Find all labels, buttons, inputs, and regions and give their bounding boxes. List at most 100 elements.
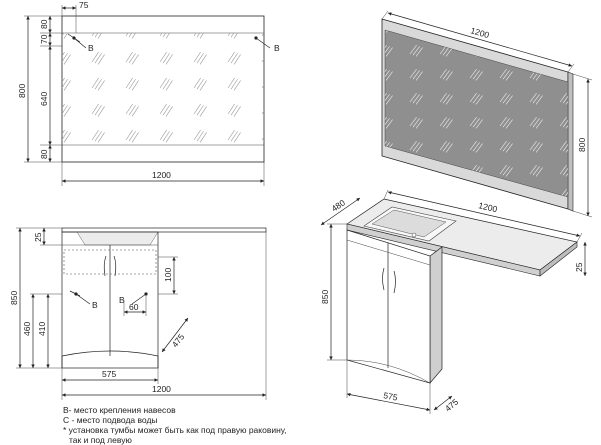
glare-stroke	[472, 142, 480, 152]
glare-stroke	[261, 58, 264, 63]
dim-1200-mirror-front: 1200	[152, 170, 171, 180]
glare-stroke	[199, 132, 207, 143]
label-b-cabinet-right: B	[119, 295, 125, 305]
glare-stroke	[265, 131, 272, 141]
glare-stroke	[125, 103, 133, 115]
glare-stroke	[409, 69, 417, 79]
glare-stroke	[385, 166, 390, 176]
glare-stroke	[128, 131, 136, 142]
glare-stroke	[562, 118, 568, 128]
glare-stroke	[62, 105, 68, 115]
glare-stroke	[165, 132, 173, 143]
glare-stroke	[227, 103, 235, 115]
glare-stroke	[131, 132, 139, 143]
glare-stroke	[97, 80, 105, 91]
glare-stroke	[442, 190, 450, 197]
glare-stroke	[529, 141, 537, 151]
dim-480: 480	[330, 197, 348, 213]
glare-stroke	[415, 167, 423, 177]
glare-stroke	[199, 106, 207, 117]
handle-persp-right	[393, 270, 396, 294]
glare-stroke	[532, 46, 540, 56]
glare-stroke	[162, 131, 170, 142]
glare-stroke	[529, 93, 537, 103]
dim-80-top: 80	[39, 19, 49, 29]
mirror-glare-pattern	[62, 33, 275, 143]
glare-stroke	[91, 51, 99, 63]
cabinet-front	[346, 229, 431, 384]
glare-stroke	[196, 53, 204, 64]
dim-460: 460	[22, 322, 32, 336]
glare-stroke	[165, 80, 173, 91]
glare-stroke	[128, 53, 136, 64]
glare-stroke	[469, 93, 477, 103]
glare-stroke	[475, 143, 483, 153]
glare-stroke	[385, 69, 387, 79]
glare-stroke	[559, 45, 567, 55]
glare-stroke	[233, 33, 238, 39]
glare-stroke	[199, 54, 207, 65]
glare-stroke	[532, 166, 540, 176]
glare-stroke	[159, 103, 167, 115]
glare-stroke	[562, 166, 568, 176]
glare-stroke	[131, 33, 136, 39]
dim-575-front: 575	[102, 369, 116, 379]
glare-stroke	[63, 54, 71, 65]
vanity-front-view: B B 60 100 25 850 460 410 475	[9, 227, 267, 400]
glare-stroke	[412, 118, 420, 128]
glare-stroke	[62, 131, 68, 141]
glare-stroke	[385, 119, 393, 129]
glare-stroke	[385, 118, 390, 128]
glare-stroke	[227, 33, 231, 37]
glare-stroke	[165, 54, 173, 65]
glare-stroke	[412, 94, 420, 104]
handle-persp-left	[382, 267, 385, 291]
glare-stroke	[505, 167, 513, 177]
glare-stroke	[562, 94, 568, 104]
glare-stroke	[475, 71, 483, 81]
dim-475-front: 475	[170, 332, 187, 350]
glare-stroke	[472, 94, 480, 104]
glare-stroke	[261, 84, 264, 89]
glare-stroke	[385, 94, 390, 104]
legend-notes: В- место крепления навесов С - место под…	[63, 405, 287, 445]
glare-stroke	[535, 30, 543, 33]
glare-stroke	[196, 33, 201, 38]
glare-stroke	[505, 71, 513, 81]
glare-stroke	[385, 45, 387, 55]
glare-stroke	[385, 95, 393, 105]
note-mount-points: В- место крепления навесов	[63, 405, 176, 415]
glare-stroke	[94, 79, 102, 90]
glare-stroke	[199, 33, 204, 39]
glare-stroke	[439, 189, 447, 197]
note-water-supply: С - место подвода воды	[63, 415, 158, 425]
glare-stroke	[562, 142, 568, 152]
glare-stroke	[565, 47, 568, 57]
glare-stroke	[162, 105, 170, 116]
glare-stroke	[535, 95, 543, 105]
glare-stroke	[445, 71, 453, 81]
dim-800-left: 800	[17, 84, 27, 98]
dim-640: 640	[39, 92, 49, 106]
glare-stroke	[412, 166, 420, 176]
glare-stroke	[193, 103, 201, 115]
water-supply-zone	[63, 249, 157, 275]
glare-stroke	[412, 142, 420, 152]
cabinet-body	[61, 231, 159, 369]
glare-stroke	[230, 53, 238, 64]
glare-stroke	[97, 54, 105, 65]
glare-stroke	[559, 165, 567, 175]
glare-stroke	[409, 117, 417, 127]
dim-1200-mirror-persp: 1200	[469, 25, 490, 40]
glare-stroke	[159, 77, 167, 89]
glare-stroke	[559, 141, 567, 151]
glare-stroke	[97, 132, 105, 143]
glare-stroke	[233, 132, 241, 143]
glare-stroke	[415, 119, 423, 129]
glare-stroke	[439, 69, 447, 79]
dim-25-persp: 25	[574, 262, 584, 272]
dim-410: 410	[37, 322, 47, 336]
label-b-cabinet-left: B	[92, 300, 98, 310]
glare-stroke	[268, 106, 275, 116]
